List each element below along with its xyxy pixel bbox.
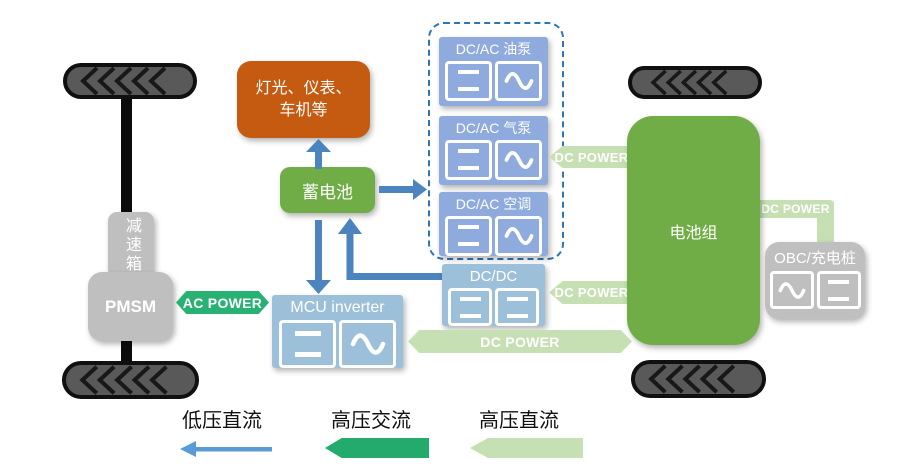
dc-power-label: DC POWER — [761, 202, 830, 216]
dcac-hvac-label: DC/AC 空调 — [455, 196, 532, 212]
mcu-inverter-label: MCU inverter — [290, 299, 385, 316]
dcac-air-pump-box: DC/AC 气泵 — [439, 116, 548, 185]
arrow-battery-to-mcu — [306, 220, 331, 294]
dc-to-ac-inverter-icon — [279, 320, 396, 368]
wheel-rear-right — [631, 360, 766, 398]
lights-instruments-label: 灯光、仪表、 车机等 — [255, 79, 352, 119]
dc-power-label: DC POWER — [480, 333, 560, 350]
dcac-loads-group: DC/AC 油泵 DC/AC 气泵 DC/AC 空调 — [428, 22, 564, 260]
dc-symbol-icon — [279, 320, 336, 368]
ac-power-arrow: AC POWER — [176, 291, 269, 314]
ac-power-label: AC POWER — [182, 294, 263, 311]
arrow-battery-to-dcac-group — [379, 179, 427, 200]
legend-arrow-hv-ac — [325, 438, 429, 458]
mcu-inverter-box: MCU inverter — [272, 295, 403, 368]
dc-to-ac-inverter-icon — [445, 215, 542, 256]
dc-symbol-icon — [495, 288, 539, 326]
tire-tread-icon — [650, 69, 728, 96]
legend-label-hv-dc: 高压直流 — [479, 410, 559, 432]
ac-wave-icon — [495, 139, 542, 180]
dcac-oil-pump-box: DC/AC 油泵 — [439, 37, 548, 106]
dc-power-to-pumps-arrow: DC POWER — [549, 146, 634, 168]
wheel-front-right — [628, 66, 762, 99]
dc-symbol-icon — [448, 288, 492, 326]
legend-label-lv-dc: 低压直流 — [182, 410, 262, 432]
aux-battery-box: 蓄电池 — [280, 167, 375, 213]
arrow-dcdc-to-battery — [338, 218, 446, 280]
obc-charger-label: OBC/充电桩 — [774, 250, 856, 267]
gearbox-box: 减速箱 — [108, 212, 154, 278]
dc-power-main-arrow: DC POWER — [408, 330, 632, 353]
dc-symbol-icon — [816, 271, 861, 309]
dc-power-label: DC POWER — [554, 285, 629, 300]
dc-to-dc-converter-icon — [448, 288, 539, 326]
dc-power-to-dcdc-arrow: DC POWER — [549, 281, 634, 304]
dc-symbol-icon — [445, 60, 492, 101]
gearbox-label: 减速箱 — [123, 216, 140, 274]
wheel-rear-left — [62, 361, 199, 399]
arrow-battery-to-lights — [306, 139, 331, 169]
tire-tread-icon — [80, 66, 167, 96]
dc-power-label: DC POWER — [554, 149, 629, 165]
pmsm-motor-box: PMSM — [88, 272, 173, 341]
battery-pack-box: 电池组 — [627, 116, 760, 345]
battery-pack-label: 电池组 — [669, 224, 718, 242]
ac-wave-icon — [769, 271, 814, 309]
tire-tread-icon — [79, 365, 168, 395]
tire-tread-icon — [648, 364, 736, 394]
dcac-air-pump-label: DC/AC 气泵 — [455, 120, 532, 136]
dcac-hvac-box: DC/AC 空调 — [439, 192, 548, 256]
dc-to-ac-inverter-icon — [445, 60, 542, 101]
legend-label-hv-ac: 高压交流 — [331, 410, 411, 432]
legend-arrow-hv-dc — [470, 438, 583, 458]
lights-instruments-box: 灯光、仪表、 车机等 — [237, 61, 370, 138]
dc-power-obc-connector-vertical — [817, 215, 834, 246]
legend-arrow-lv-dc — [180, 441, 272, 457]
ac-to-dc-charger-icon — [769, 271, 861, 309]
obc-charger-box: OBC/充电桩 — [765, 242, 865, 319]
ac-wave-icon — [339, 320, 396, 368]
dc-power-obc-connector: DC POWER — [757, 200, 834, 218]
ac-wave-icon — [495, 215, 542, 256]
dcac-oil-pump-label: DC/AC 油泵 — [455, 41, 532, 57]
dc-symbol-icon — [445, 215, 492, 256]
dc-symbol-icon — [445, 139, 492, 180]
wheel-front-left — [63, 63, 197, 99]
ac-wave-icon — [495, 60, 542, 101]
dcdc-converter-label: DC/DC — [469, 268, 518, 285]
pmsm-label: PMSM — [105, 296, 156, 316]
dcdc-converter-box: DC/DC — [442, 264, 545, 326]
aux-battery-label: 蓄电池 — [302, 182, 353, 202]
dc-to-ac-inverter-icon — [445, 139, 542, 180]
